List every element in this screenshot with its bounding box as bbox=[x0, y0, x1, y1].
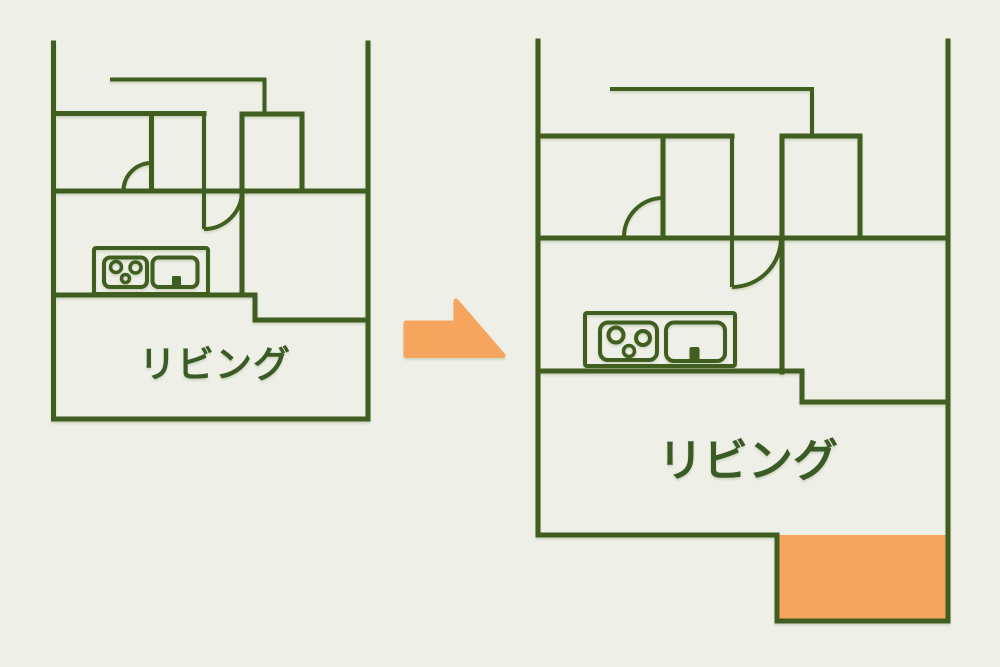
kitchen-sink-icon bbox=[150, 255, 200, 289]
kitchen-sink-icon bbox=[664, 320, 727, 363]
before-closet-walls bbox=[239, 111, 305, 298]
faucet-mark bbox=[689, 347, 700, 361]
before-room-label: リビング bbox=[139, 344, 291, 385]
before-floorplan: リビング bbox=[51, 40, 371, 422]
transform-arrow bbox=[403, 298, 506, 358]
burner-circle bbox=[108, 259, 124, 275]
stove-outline bbox=[102, 255, 149, 289]
stove-outline bbox=[598, 320, 659, 362]
burner-circle bbox=[128, 260, 143, 275]
burner-circle bbox=[621, 343, 637, 359]
stove-burners-icon bbox=[598, 320, 659, 362]
after-kitchen-counter bbox=[583, 311, 737, 368]
before-door-arc-2 bbox=[203, 190, 244, 231]
counter-outline bbox=[92, 246, 210, 296]
stove-burners-icon bbox=[102, 255, 149, 289]
arrow-right-icon bbox=[403, 298, 506, 358]
before-door-arc-1 bbox=[121, 161, 152, 192]
after-outer-walls bbox=[535, 38, 951, 624]
after-floorplan: リビング bbox=[535, 38, 951, 624]
extension-area-highlight bbox=[777, 535, 946, 619]
after-kitchen-wall-step bbox=[535, 368, 951, 405]
faucet-mark bbox=[172, 276, 181, 288]
after-room-label: リビング bbox=[658, 435, 838, 486]
counter-outline bbox=[583, 311, 737, 368]
burner-circle bbox=[634, 329, 652, 347]
before-outer-walls bbox=[51, 40, 371, 422]
after-door-arc-1 bbox=[622, 196, 664, 238]
before-kitchen-counter bbox=[92, 246, 210, 296]
after-closet-walls bbox=[779, 133, 863, 375]
after-balcony-line bbox=[610, 87, 814, 136]
after-door-arc-2 bbox=[731, 237, 783, 289]
burner-circle bbox=[606, 325, 626, 345]
before-balcony-line bbox=[110, 77, 267, 115]
before-kitchen-wall-step bbox=[51, 292, 371, 323]
burner-circle bbox=[119, 272, 132, 285]
